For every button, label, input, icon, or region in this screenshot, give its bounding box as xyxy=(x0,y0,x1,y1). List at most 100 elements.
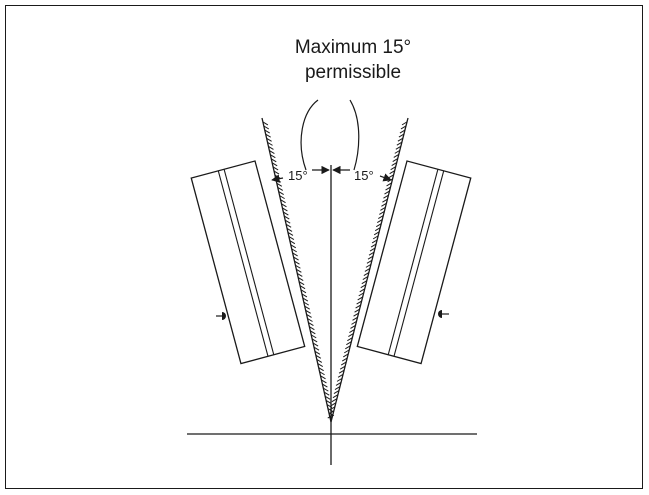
hatch-tick xyxy=(271,162,278,167)
hatch-tick xyxy=(325,399,332,404)
hatch-tick xyxy=(295,264,301,269)
hatch-tick xyxy=(266,137,272,142)
hatch-tick xyxy=(327,408,334,413)
hatch-tick xyxy=(392,158,398,162)
hatch-tick xyxy=(366,259,373,264)
hatch-tick xyxy=(371,239,378,244)
hatch-tick xyxy=(314,350,321,355)
hatch-tick xyxy=(351,320,357,325)
hatch-tick xyxy=(339,365,346,370)
hatch-tick xyxy=(322,383,328,388)
hatch-tick xyxy=(320,375,326,380)
hatch-tick xyxy=(385,186,391,191)
hatch-tick xyxy=(377,219,383,224)
hatch-tick xyxy=(379,211,385,215)
hatch-tick xyxy=(293,256,299,261)
hatch-tick xyxy=(318,367,324,372)
left-leader-line xyxy=(300,99,319,171)
hatch-tick xyxy=(264,129,271,134)
hatch-tick xyxy=(357,296,363,301)
hatch-tick xyxy=(294,260,300,265)
hatch-tick xyxy=(368,251,375,256)
diagram-frame xyxy=(5,5,643,489)
hatch-tick xyxy=(400,125,407,130)
hatch-tick xyxy=(303,301,310,306)
hatch-tick xyxy=(268,146,274,150)
hatch-tick xyxy=(282,207,288,212)
hatch-tick xyxy=(283,211,289,216)
hatch-tick xyxy=(349,329,355,333)
hatch-tick xyxy=(296,268,302,273)
hatch-tick xyxy=(330,402,337,407)
hatch-tick xyxy=(280,199,286,204)
caption-line-1: Maximum 15° xyxy=(294,37,412,58)
right-block-pivot xyxy=(438,310,449,318)
hatch-tick xyxy=(399,129,406,134)
hatch-tick xyxy=(316,359,323,363)
hatch-tick xyxy=(319,371,325,376)
hatch-tick xyxy=(305,309,311,314)
hatch-tick xyxy=(337,373,344,378)
left-angle-arrow-start xyxy=(271,174,284,183)
hatch-tick xyxy=(361,280,368,285)
hatch-tick xyxy=(338,369,345,374)
hatch-tick xyxy=(299,285,306,290)
hatch-tick xyxy=(367,255,374,260)
hatch-tick xyxy=(329,406,336,411)
hatch-tick xyxy=(269,150,275,155)
hatch-tick xyxy=(311,338,318,343)
hatch-tick xyxy=(350,325,356,329)
hatch-tick xyxy=(355,304,361,309)
hatch-tick xyxy=(301,293,308,298)
hatch-tick xyxy=(306,313,312,318)
hatch-tick xyxy=(315,354,322,359)
hatch-tick xyxy=(333,390,340,395)
right-surface-hatching xyxy=(327,121,408,419)
hatch-tick xyxy=(291,248,297,253)
hatch-tick xyxy=(391,162,397,167)
hatch-tick xyxy=(331,398,338,403)
hatch-tick xyxy=(384,190,390,195)
hatch-tick xyxy=(381,202,387,207)
hatch-tick xyxy=(373,231,380,236)
hatch-tick xyxy=(370,243,377,248)
hatch-tick xyxy=(292,252,298,257)
right-block xyxy=(356,160,472,365)
hatch-tick xyxy=(276,182,283,187)
hatch-tick xyxy=(380,206,386,211)
hatch-tick xyxy=(323,391,330,396)
hatch-tick xyxy=(332,394,339,399)
hatch-tick xyxy=(323,387,329,392)
hatch-tick xyxy=(345,345,351,350)
hatch-tick xyxy=(272,166,279,171)
hatch-tick xyxy=(346,341,352,346)
hatch-tick xyxy=(356,300,362,305)
hatch-tick xyxy=(321,379,327,384)
hatch-tick xyxy=(310,334,317,339)
hatch-tick xyxy=(328,410,335,415)
left-surface-hatching xyxy=(262,121,335,417)
hatch-tick xyxy=(362,276,369,281)
caption-line-2: permissible xyxy=(304,62,402,83)
right-leader-line xyxy=(349,99,360,171)
right-angle-label: 15° xyxy=(354,168,374,183)
hatch-tick xyxy=(273,170,280,175)
hatch-tick xyxy=(285,223,292,228)
hatch-tick xyxy=(394,149,401,154)
hatch-tick xyxy=(308,322,314,327)
hatch-tick xyxy=(390,166,396,171)
hatch-tick xyxy=(336,377,343,382)
hatch-tick xyxy=(364,268,371,272)
hatch-tick xyxy=(265,133,271,138)
hatch-tick xyxy=(288,236,295,241)
hatch-tick xyxy=(382,198,388,203)
hatch-tick xyxy=(374,227,381,232)
hatch-tick xyxy=(307,318,313,322)
hatch-tick xyxy=(278,191,284,195)
hatch-tick xyxy=(284,215,290,220)
left-angle-label: 15° xyxy=(288,168,308,183)
hatch-tick xyxy=(298,281,305,286)
hatch-tick xyxy=(378,215,384,219)
hatch-tick xyxy=(359,288,365,293)
hatch-tick xyxy=(340,361,347,366)
